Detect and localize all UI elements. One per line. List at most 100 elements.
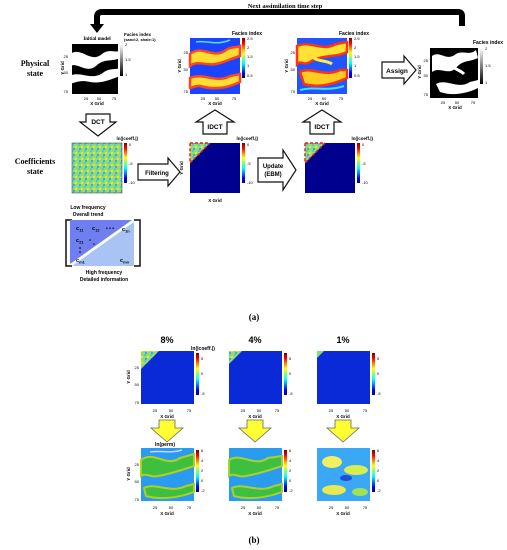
cb-tick: 1 xyxy=(125,72,128,77)
x-tick: 75 xyxy=(363,408,368,413)
row-label-physical-2: state xyxy=(27,69,43,78)
x-axis-label: X Grid xyxy=(448,105,462,110)
cb-tick: 6 xyxy=(377,448,380,453)
cb-tick: 6 xyxy=(201,448,204,453)
x-axis-label: X Grid xyxy=(208,101,222,106)
y-axis-label: Y Grid xyxy=(177,59,182,73)
c12: c12 xyxy=(92,226,100,233)
y-axis-label: Y Grid xyxy=(126,370,131,384)
c21: c21 xyxy=(76,238,84,245)
assimilation-loop-arrow: Next assimilation time step xyxy=(90,3,465,33)
x-axis-label: X Grid xyxy=(248,414,262,419)
cb-tick: 0 xyxy=(377,478,380,483)
x-tick: 75 xyxy=(187,408,192,413)
x-tick: 25 xyxy=(201,96,206,101)
cb-tick: 4 xyxy=(201,458,204,463)
cb-tick: 4 xyxy=(289,458,292,463)
cb-tick: 2 xyxy=(201,468,204,473)
coeff-title: ln(|coeff.|) xyxy=(116,136,138,141)
pct-label-8: 8% xyxy=(160,335,173,345)
cb-tick: -5 xyxy=(201,391,205,396)
cb-tick: 2.5 xyxy=(247,36,253,41)
arrow-down-icon xyxy=(237,419,273,443)
cb-tick: -10 xyxy=(362,180,369,185)
x-tick: 75 xyxy=(471,100,476,105)
dct-arrow: DCT xyxy=(78,113,118,137)
y-tick: 75 xyxy=(135,400,140,405)
cb-tick: 1.5 xyxy=(354,54,360,59)
cb-tick: -5 xyxy=(129,161,133,166)
x-axis-label: X Grid xyxy=(160,511,174,516)
coeff-panel-2: 0 -5 -10 ln(|coeff.|) Y Grid X Grid xyxy=(179,136,259,203)
y-tick: 75 xyxy=(135,497,140,502)
x-tick: 75 xyxy=(339,96,344,101)
assigned-panel: 2 1.5 1 Facies index Y Grid 25 50 75 25 … xyxy=(417,40,503,110)
x-tick: 75 xyxy=(232,96,237,101)
cb-tick: 2 xyxy=(377,468,380,473)
x-axis-label: X Grid xyxy=(336,414,350,419)
c1n: c1n xyxy=(122,227,130,234)
cb-tick: 1 xyxy=(354,63,357,68)
coeff-title-b: ln(|coeff.|) xyxy=(191,346,215,352)
b-coeff-panel-8: 5 0 -5 Y Grid 25 50 75 xyxy=(126,351,205,405)
cb-tick: -2 xyxy=(289,488,293,493)
y-tick: 25 xyxy=(64,54,69,59)
y-tick: 50 xyxy=(424,73,429,78)
cb-tick: 0.5 xyxy=(354,73,360,78)
x-tick: 50 xyxy=(345,505,350,510)
cb-tick: 1.5 xyxy=(247,54,253,59)
cb-tick: 2.5 xyxy=(354,36,360,41)
b-perm-x-axis: 25 50 75 X Grid 25 50 75 X Grid 25 50 75… xyxy=(153,505,368,516)
y-tick: 25 xyxy=(424,58,429,63)
x-tick: 50 xyxy=(455,100,460,105)
low-frequency-label: Low frequency xyxy=(70,205,106,211)
initial-model-label: Initial model xyxy=(83,37,111,42)
cb-tick: 0 xyxy=(289,371,292,376)
physical-panel-2: 2.5 2 1.5 1 0.5 Facies index Y Grid 25 5… xyxy=(177,31,262,106)
coeff-panel-1: 0 -5 -10 ln(|coeff.|) xyxy=(71,136,139,194)
x-tick: 25 xyxy=(153,408,158,413)
y-tick: 50 xyxy=(291,67,296,72)
y-tick: 25 xyxy=(184,50,189,55)
x-tick: 25 xyxy=(84,96,89,101)
filtering-arrow: Filtering xyxy=(137,156,181,188)
facies-title: Facies index xyxy=(473,40,503,46)
cm1: cm1 xyxy=(76,258,86,265)
b-perm-panel-4: 6 4 2 0 -2 xyxy=(228,448,293,501)
caption-b: (b) xyxy=(249,535,260,545)
y-axis-label: Y Grid xyxy=(417,65,422,79)
cb-tick: 0 xyxy=(362,142,365,147)
x-axis-label: X Grid xyxy=(248,511,262,516)
x-tick: 25 xyxy=(441,100,446,105)
x-tick: 50 xyxy=(322,96,327,101)
facies-title: Facies index xyxy=(339,31,369,37)
cb-tick: -2 xyxy=(201,488,205,493)
cb-tick: 2 xyxy=(289,468,292,473)
cb-tick: 2 xyxy=(247,45,250,50)
y-tick: 50 xyxy=(135,382,140,387)
cb-tick: 5 xyxy=(289,356,292,361)
cb-tick: 5 xyxy=(377,356,380,361)
y-tick: 50 xyxy=(135,479,140,484)
cb-tick: -5 xyxy=(362,161,366,166)
y-axis-label: Y Grid xyxy=(126,467,131,481)
y-tick: 75 xyxy=(291,89,296,94)
facies-title: Facies index xyxy=(124,32,152,37)
x-axis-label: X Grid xyxy=(90,101,104,106)
x-axis-label: X Grid xyxy=(315,101,329,106)
x-tick: 50 xyxy=(257,408,262,413)
idct-arrow-1: IDCT xyxy=(193,109,237,135)
y-tick: 25 xyxy=(135,462,140,467)
y-tick: 25 xyxy=(135,365,140,370)
cb-tick: 1 xyxy=(485,80,488,85)
cb-tick: 6 xyxy=(289,448,292,453)
idct-label: IDCT xyxy=(207,124,222,131)
x-tick: 50 xyxy=(257,505,262,510)
x-tick: 50 xyxy=(97,96,102,101)
idct-arrow-2: IDCT xyxy=(300,109,344,135)
cb-tick: -2 xyxy=(377,488,381,493)
cb-tick: 2 xyxy=(485,46,488,51)
initial-model-panel: Initial model 2 1.5 1 Facies index (sand… xyxy=(60,32,156,106)
cb-tick: 0 xyxy=(129,142,132,147)
